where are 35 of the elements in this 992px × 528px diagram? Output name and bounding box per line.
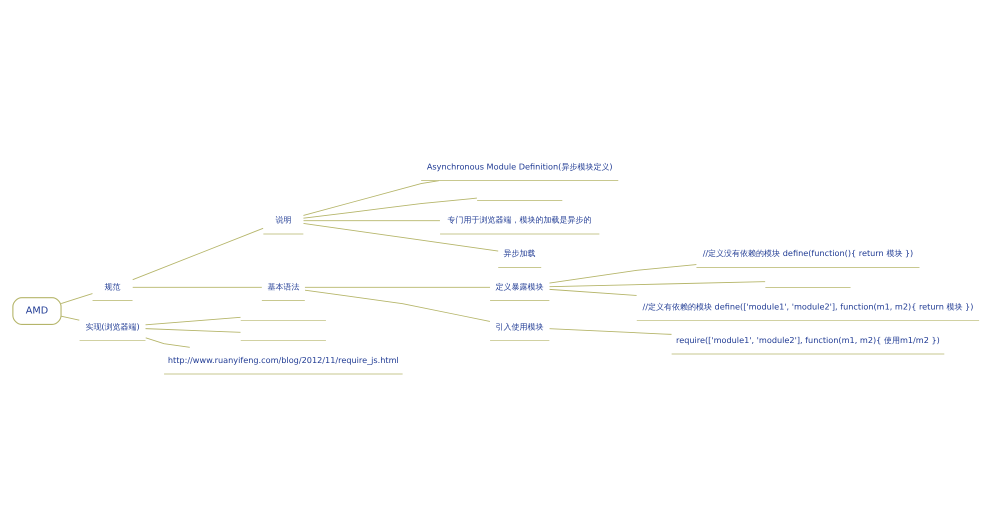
node-bar <box>240 340 326 342</box>
node-text: //定义没有依赖的模块 define(function(){ return 模块 }) <box>702 248 914 258</box>
node-bar <box>240 320 326 322</box>
connector <box>302 198 478 219</box>
connector <box>60 316 80 321</box>
connector <box>302 180 440 216</box>
node-text: 定义暴露模块 <box>496 281 544 292</box>
node-text: 说明 <box>275 214 292 225</box>
connector <box>304 286 490 288</box>
connector <box>60 293 93 304</box>
node-text: //定义有依赖的模块 define(['module1', 'module2'], function(m1, m2){ return 模块 }) <box>642 301 974 312</box>
node-box: AMD <box>12 297 62 325</box>
connector <box>145 328 241 333</box>
node-text: http://www.ruanyifeng.com/blog/2012/11/require_js.html <box>168 354 399 365</box>
node-text: 引入使用模块 <box>496 321 544 332</box>
connector <box>549 264 697 284</box>
connector <box>145 337 190 348</box>
node-text: 专门用于浏览器端，模块的加载是异步的 <box>448 214 592 225</box>
connector <box>549 288 638 296</box>
node-text: 基本语法 <box>267 281 300 292</box>
node-text: 实现(浏览器端) <box>85 321 140 332</box>
connector <box>304 290 490 322</box>
node-text: 规范 <box>104 281 121 292</box>
node-text: Asynchronous Module Definition(异步模块定义) <box>426 161 613 172</box>
connector <box>132 228 264 280</box>
node-text: require(['module1', 'module2'], function(m1, m2){ 使用m1/m2 }) <box>676 334 940 345</box>
connector <box>549 281 766 288</box>
node-bar <box>764 286 851 288</box>
node-bar <box>476 200 563 202</box>
connector <box>303 220 440 222</box>
node-text: 异步加载 <box>504 248 536 258</box>
connector <box>145 316 241 326</box>
connector <box>549 328 672 335</box>
connector <box>132 286 262 288</box>
connector <box>303 222 499 252</box>
